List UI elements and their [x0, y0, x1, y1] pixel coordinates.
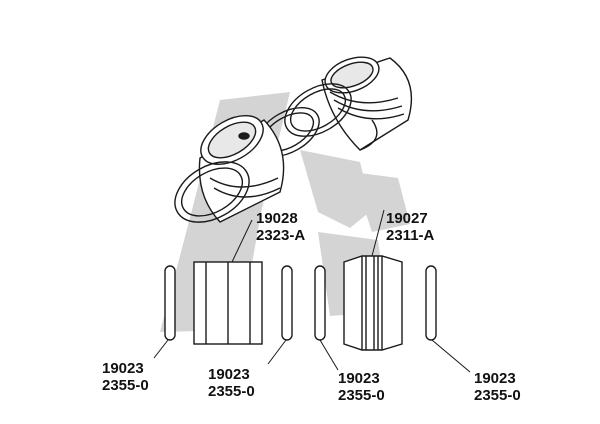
retainer-3d	[198, 115, 285, 223]
label-oring-2-code: 2355-0	[208, 383, 255, 400]
leader-oring-2	[267, 339, 287, 365]
label-oring-3-part: 19023	[338, 370, 380, 387]
label-oring-2: 19023 2355-0	[208, 366, 255, 400]
oring-profile-2	[281, 265, 293, 341]
retainer-profile	[193, 261, 263, 345]
seal-housing-3d	[321, 56, 413, 151]
label-seal-housing-code: 2311-A	[386, 227, 435, 244]
exploded-assembly	[174, 56, 413, 223]
label-retainer: 19028 2323-A	[256, 210, 305, 244]
label-oring-4-part: 19023	[474, 370, 516, 387]
seal-housing-profile	[343, 255, 403, 351]
label-oring-1-code: 2355-0	[102, 377, 149, 394]
label-oring-1-part: 19023	[102, 360, 144, 377]
leader-seal-housing	[371, 209, 385, 257]
label-seal-housing: 19027 2311-A	[386, 210, 434, 244]
leader-oring-1	[153, 339, 169, 359]
label-retainer-part: 19028	[256, 210, 298, 227]
leader-retainer	[231, 219, 253, 263]
label-oring-4: 19023 2355-0	[474, 370, 521, 404]
label-oring-3-code: 2355-0	[338, 387, 385, 404]
oring-3d-upper	[284, 83, 352, 137]
oring-3d-front	[174, 161, 250, 223]
oring-profile-3	[314, 265, 326, 341]
label-retainer-code: 2323-A	[256, 227, 306, 244]
leader-lines	[153, 209, 471, 373]
label-oring-1: 19023 2355-0	[102, 360, 149, 394]
label-oring-4-code: 2355-0	[474, 387, 521, 404]
label-oring-3: 19023 2355-0	[338, 370, 385, 404]
label-oring-2-part: 19023	[208, 366, 250, 383]
oring-profile-4	[425, 265, 437, 341]
leader-oring-3	[319, 339, 339, 371]
label-seal-housing-part: 19027	[386, 210, 428, 227]
profile-row	[164, 255, 437, 351]
oring-profile-1	[164, 265, 176, 341]
leader-oring-4	[431, 339, 471, 373]
